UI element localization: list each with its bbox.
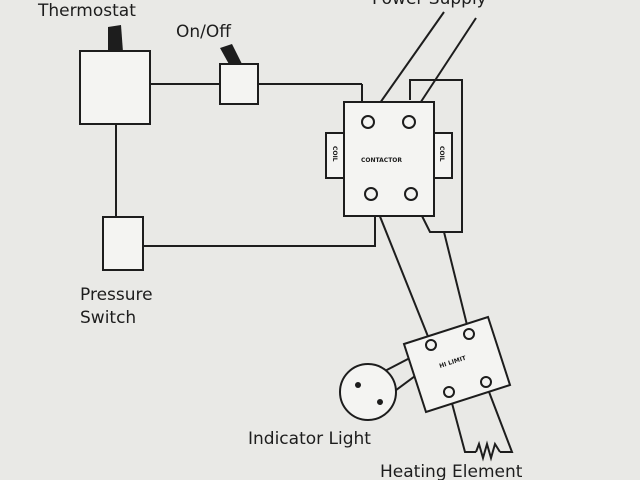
label-heating-element: Heating Element (380, 462, 523, 480)
indicator-light (339, 363, 397, 421)
hi-limit-switch (402, 315, 512, 414)
wire-limit-to-element-2 (485, 383, 514, 453)
wire-contactor-to-limit-1 (370, 193, 432, 345)
thermostat-knob (108, 25, 123, 53)
hi-limit-terminal-1 (425, 339, 437, 351)
hi-limit-terminal-3 (443, 386, 455, 398)
indicator-light-contact-1 (355, 382, 361, 388)
on-off-toggle (220, 44, 242, 66)
contactor (325, 101, 453, 217)
label-coil-right: COIL (438, 146, 445, 162)
wire-limit-to-element-1 (448, 391, 476, 453)
contactor-terminal-l2 (402, 115, 416, 129)
wire-contactor-outer-frame (409, 79, 463, 233)
hi-limit-terminal-2 (463, 328, 475, 340)
contactor-body (343, 101, 435, 217)
contactor-terminal-t1 (364, 187, 378, 201)
pressure-switch (102, 216, 144, 271)
indicator-light-lamp (339, 363, 397, 421)
label-on-off: On/Off (176, 22, 232, 42)
indicator-light-contact-2 (377, 399, 383, 405)
contactor-terminal-t2 (404, 187, 418, 201)
label-indicator-light: Indicator Light (248, 429, 371, 449)
label-switch: Switch (80, 308, 136, 328)
label-thermostat: Thermostat (37, 1, 136, 21)
thermostat-body (79, 50, 151, 125)
wire-pressure-to-contactor (143, 216, 376, 247)
label-contactor: CONTACTOR (361, 157, 402, 164)
label-coil-left: COIL (331, 146, 338, 162)
heating-element-coil (475, 440, 501, 462)
hi-limit-terminal-4 (480, 376, 492, 388)
on-off-switch (219, 44, 259, 105)
label-power-supply: Power Supply (372, 0, 487, 9)
thermostat (79, 25, 151, 125)
contactor-terminal-l1 (361, 115, 375, 129)
label-pressure: Pressure (80, 285, 153, 305)
on-off-switch-body (219, 63, 259, 105)
